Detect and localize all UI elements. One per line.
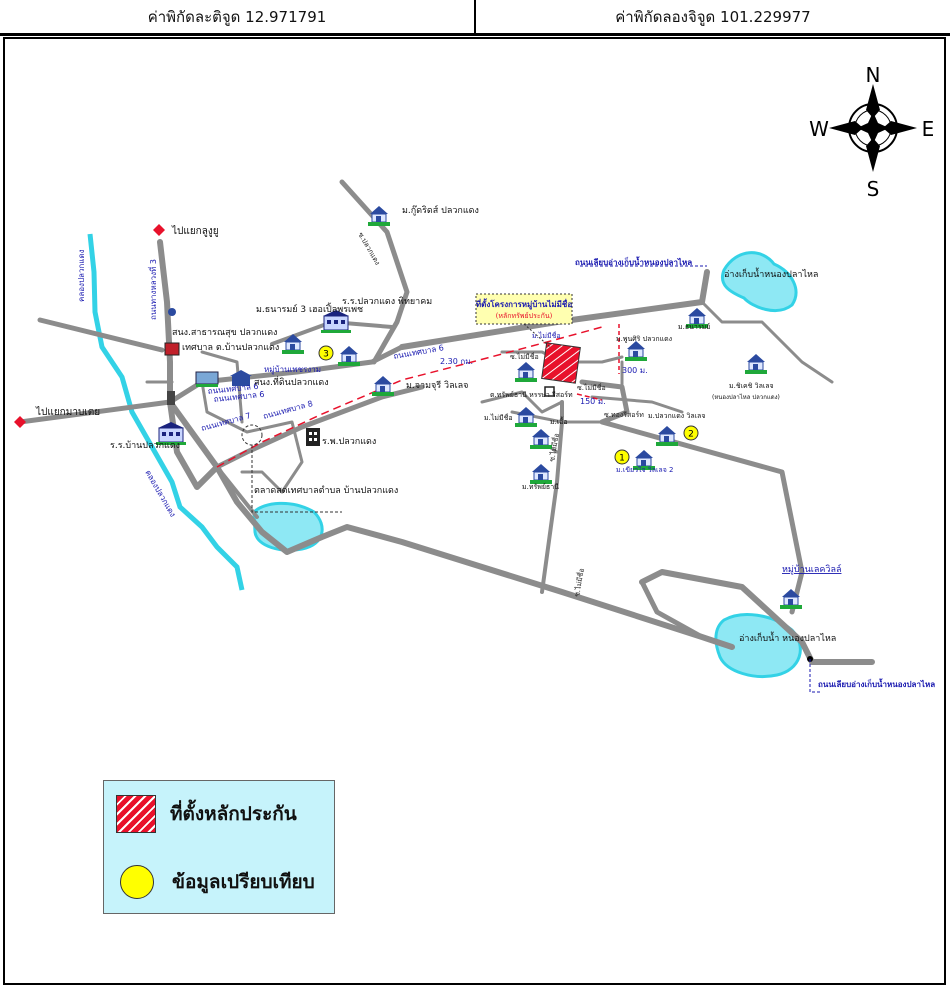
label-school-banplk: ร.ร.บ้านปลวกแดง [110, 440, 180, 451]
market-symbol [241, 424, 342, 513]
compass-arrow-west [829, 121, 863, 135]
longitude-label: ค่าพิกัดลองจิจูด 101.229977 [474, 0, 950, 33]
label-market: ตลาดสดเทศบาลตำบล บ้านปลวกแดง [254, 485, 398, 496]
direction-marker-north [153, 224, 165, 236]
label-village-sub: ม.ทรัพย์ธานี [522, 483, 559, 491]
label-soi-right: ซ.ทองรีสอร์ท [604, 411, 644, 419]
legend-circle-swatch [120, 865, 154, 899]
waterways [87, 233, 802, 678]
label-village-ek: ม.เอื้อ [550, 415, 568, 426]
hospital-icon [306, 428, 320, 446]
compass-arrow-east [883, 121, 917, 135]
compass-rose: N S E W [809, 63, 934, 201]
label-hospital-top: ม.กู๊ดริดส์ ปลวกแดง [402, 204, 479, 216]
label-village-thanarom: ม.ธนารมย์ [678, 323, 710, 331]
house-icon [514, 361, 538, 383]
office-icon [195, 371, 219, 387]
label-village-mai-1: ม.ไม่มีชื่อ [532, 331, 561, 340]
route-short [576, 393, 603, 401]
label-comparison-mark: หมู่บ้านเพชรงาม [264, 365, 321, 375]
label-soi-mai-rit-2: ซ.ไม่มีชื่อ [577, 383, 606, 392]
house-icon [744, 353, 768, 375]
label-distance-300: 300 ม. [622, 366, 648, 375]
svg-text:2: 2 [688, 430, 694, 440]
svg-text:1: 1 [619, 454, 625, 464]
legend-collateral-label: ที่ตั้งหลักประกัน [170, 803, 297, 825]
place-labels: ม.กู๊ดริดส์ ปลวกแดง สนง.สาธารณสุข ปลวกแด… [110, 204, 841, 644]
label-to-nong-ngu: ไปแยกลูงูยู [171, 225, 219, 237]
label-village-right: หมู่บ้านเลควิลล์ [782, 563, 841, 575]
label-soi-mai-rit: ซ.ไม่มีชื่อ [510, 352, 539, 361]
label-resort-mark: ต.ทรัพย์ธานี หรรษา รีสอร์ท [490, 391, 573, 399]
label-village-ea: ม.ปลวกแดง วิลเลจ [648, 412, 705, 420]
comparison-marker-1[interactable]: 1 [614, 449, 630, 465]
svg-text:3: 3 [323, 350, 329, 360]
route-line [216, 326, 603, 468]
road-labels: ไปแยกลูงูยู ไปแยกมาบเตย ถนนทางหลวงที่ 3 … [35, 225, 935, 689]
label-village-3: ม.ธนารมย์ 3 เฮอเปิ้ลพรเพช [256, 302, 363, 315]
label-village-green: ม.เขียวใจ วิลเลจ 2 [616, 465, 673, 474]
label-canal: คลองปลวกแดง [77, 249, 86, 302]
subject-title: ที่ตั้งโครงการหมู่บ้านไม่มีชื่อ [476, 298, 572, 310]
comparison-marker-3[interactable]: 3 [318, 345, 334, 361]
label-reservoir-road-bottom: ถนนเลียบอ่างเก็บน้ำหนองปลาไหล [818, 678, 935, 689]
reservoir-top [721, 251, 798, 312]
label-distance-150: 150 ม. [580, 397, 606, 406]
road-label-leader [809, 659, 822, 693]
label-reservoir-bottom-1: อ่างเก็บน้ำ หนองปลาไหล [739, 631, 836, 644]
compass-e: E [922, 117, 935, 141]
compass-w: W [809, 117, 829, 141]
office-icon [230, 370, 252, 386]
label-health-office: สนง.สาธารณสุข ปลวกแดง [172, 328, 277, 338]
label-municipality: เทศบาล ต.บ้านปลวกแดง [182, 342, 279, 353]
label-school-plk: ร.ร.ปลวกแดง พิทยาคม [342, 296, 432, 307]
house-icon [529, 463, 553, 485]
legend-row-collateral: ที่ตั้งหลักประกัน [116, 795, 297, 833]
label-soi-mai-rit-4: ซ.ไม่มีชื่อ [572, 568, 586, 598]
label-muni-rd8: ถนนเทศบาล 8 [262, 399, 314, 421]
reservoir-bottom [714, 613, 802, 678]
label-reservoir-top: อ่างเก็บน้ำหนองปลาไหล [724, 267, 818, 280]
legend-row-comparison: ข้อมูลเปรียบเทียบ [116, 865, 315, 899]
legend-hatch-swatch [116, 795, 156, 833]
compass-arrow-north [866, 84, 880, 118]
label-land-office: สนง.ที่ดินปลวกแดง [254, 375, 329, 388]
label-distance-main: 2.30 กม. [440, 357, 473, 366]
house-icon [337, 345, 361, 367]
subject-label-box [475, 293, 573, 325]
label-reservoir-road-top: ถนนเลียบอ่างเก็บน้ำหนองปลาไหล [575, 256, 692, 267]
map-canvas[interactable]: ที่ตั้งโครงการหมู่บ้านไม่มีชื่อ (หลักทรั… [5, 39, 944, 983]
label-village-smart: ม.ชิเคชิ วิลเลจ [729, 382, 774, 390]
compass-arrow-south [866, 138, 880, 172]
label-village-mai-2: ม.ไม่มีชื่อ [484, 413, 513, 422]
coordinate-header: ค่าพิกัดละติจูด 12.971791 ค่าพิกัดลองจิจ… [0, 0, 950, 36]
comparison-marker-2[interactable]: 2 [683, 425, 699, 441]
house-icon [371, 375, 395, 397]
label-bridge-road: ถนนทางหลวงที่ 3 [147, 259, 158, 320]
latitude-label: ค่าพิกัดละติจูด 12.971791 [147, 7, 327, 26]
road-network [17, 179, 875, 665]
resort-icon [544, 386, 555, 397]
direction-marker-west [14, 416, 26, 428]
subject-leader [523, 323, 551, 348]
house-icon [529, 428, 553, 450]
label-village-suri: ม.พูนศิริ ปลวกแดง [616, 335, 672, 343]
house-icon [624, 340, 648, 362]
distance-labels: 2.30 กม. 300 ม. 150 ม. [440, 357, 648, 406]
legend-comparison-label: ข้อมูลเปรียบเทียบ [172, 871, 315, 893]
label-canal-2: คลองปลวกแดง [143, 469, 177, 519]
compass-n: N [866, 63, 881, 87]
compass-s: S [867, 177, 880, 201]
label-to-map-ta-phut: ไปแยกมาบเตย [35, 406, 100, 418]
health-office-icon [164, 308, 180, 405]
canal-river [87, 233, 245, 591]
subject-subtitle: (หลักทรัพย์ประกัน) [496, 312, 553, 320]
label-village-smart-note: (หนองปลาไหล ปลวกแดง) [712, 393, 780, 401]
map-legend: ที่ตั้งหลักประกัน ข้อมูลเปรียบเทียบ [103, 780, 335, 914]
subject-marker[interactable] [541, 342, 581, 384]
label-village-chan: ม.จามจุรี วิลเลจ [406, 380, 468, 391]
label-hospital: ร.พ.ปลวกแดง [322, 437, 376, 447]
map-frame: ที่ตั้งโครงการหมู่บ้านไม่มีชื่อ (หลักทรั… [3, 37, 946, 985]
label-soi-pluak: ซ.ปลวกแดง [356, 231, 381, 266]
